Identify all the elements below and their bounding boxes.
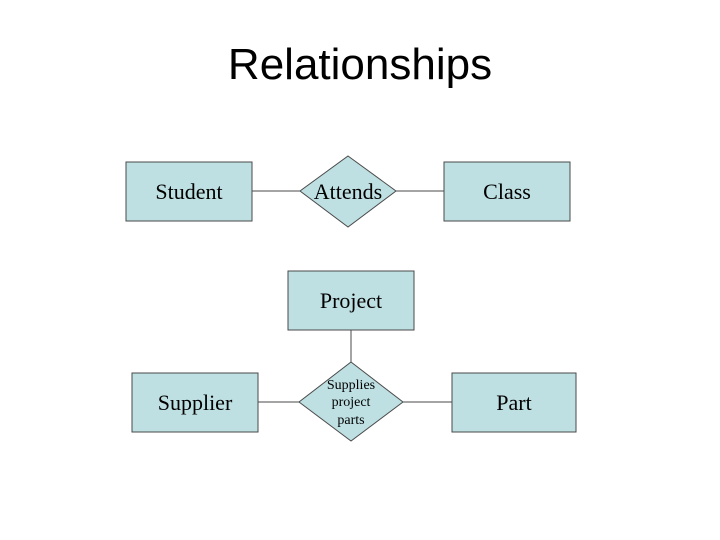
- relationship-supplies-project-parts: Supplies project parts: [298, 361, 404, 442]
- entity-project: Project: [287, 270, 415, 331]
- relationship-supplies-label-line1: Supplies: [327, 378, 375, 393]
- entity-class: Class: [443, 161, 571, 222]
- entity-project-label: Project: [320, 288, 382, 313]
- entity-student: Student: [125, 161, 253, 222]
- slide-title: Relationships: [227, 40, 493, 89]
- entity-part-label: Part: [496, 390, 531, 415]
- entity-supplier-label: Supplier: [158, 390, 233, 415]
- relationship-supplies-label-line2: project: [332, 395, 371, 410]
- relationship-attends: Attends: [299, 155, 397, 228]
- relationship-supplies-label-line3: parts: [337, 413, 364, 428]
- entity-class-label: Class: [483, 179, 531, 204]
- entity-student-label: Student: [155, 179, 222, 204]
- relationship-attends-label: Attends: [314, 179, 382, 204]
- entity-part: Part: [451, 372, 577, 433]
- entity-supplier: Supplier: [131, 372, 259, 433]
